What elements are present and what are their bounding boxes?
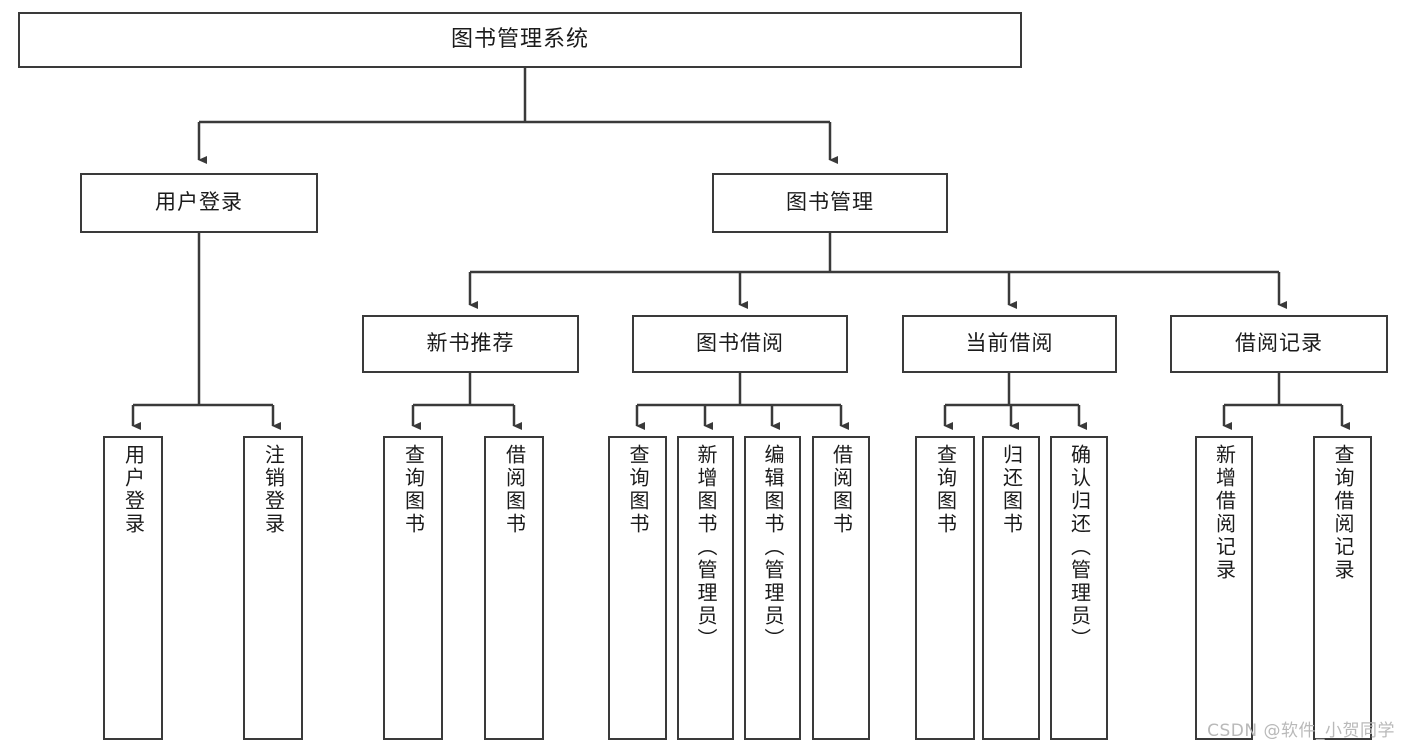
leaf-query-book-current[interactable]: 查询图书 xyxy=(915,436,975,740)
node-label: 编辑图书（管理员） xyxy=(761,444,785,651)
leaf-query-borrow-record[interactable]: 查询借阅记录 xyxy=(1313,436,1372,740)
leaf-add-borrow-record[interactable]: 新增借阅记录 xyxy=(1195,436,1253,740)
node-label: 借阅图书 xyxy=(829,444,854,536)
node-borrow-record[interactable]: 借阅记录 xyxy=(1170,315,1388,373)
node-label: 当前借阅 xyxy=(965,331,1054,356)
node-label: 确认归还（管理员） xyxy=(1067,444,1092,651)
leaf-query-book-borrow[interactable]: 查询图书 xyxy=(608,436,667,740)
leaf-borrow-book[interactable]: 借阅图书 xyxy=(812,436,870,740)
leaf-add-book-admin[interactable]: 新增图书（管理员） xyxy=(677,436,734,740)
node-root-system[interactable]: 图书管理系统 xyxy=(18,12,1022,68)
node-label: 图书管理系统 xyxy=(450,26,589,52)
node-current-borrow[interactable]: 当前借阅 xyxy=(902,315,1117,373)
node-label: 查询借阅记录 xyxy=(1331,444,1355,582)
leaf-user-login[interactable]: 用户登录 xyxy=(103,436,163,740)
leaf-query-book-recommend[interactable]: 查询图书 xyxy=(383,436,443,740)
node-label: 查询图书 xyxy=(401,444,426,536)
node-label: 用户登录 xyxy=(155,190,243,215)
leaf-logout-login[interactable]: 注销登录 xyxy=(243,436,303,740)
node-label: 借阅图书 xyxy=(502,444,527,536)
node-label: 用户登录 xyxy=(121,444,146,536)
node-label: 新增借阅记录 xyxy=(1212,444,1237,582)
node-label: 图书借阅 xyxy=(696,331,784,356)
node-book-management[interactable]: 图书管理 xyxy=(712,173,948,233)
leaf-borrow-book-recommend[interactable]: 借阅图书 xyxy=(484,436,544,740)
node-user-login[interactable]: 用户登录 xyxy=(80,173,318,233)
node-label: 新增图书（管理员） xyxy=(694,444,718,651)
node-label: 借阅记录 xyxy=(1235,331,1323,356)
watermark-text: CSDN @软件_小贺同学 xyxy=(1207,721,1395,741)
node-label: 归还图书 xyxy=(999,444,1024,536)
node-new-book-recommend[interactable]: 新书推荐 xyxy=(362,315,579,373)
node-label: 注销登录 xyxy=(261,444,286,536)
leaf-edit-book-admin[interactable]: 编辑图书（管理员） xyxy=(744,436,801,740)
node-book-borrow[interactable]: 图书借阅 xyxy=(632,315,848,373)
node-label: 新书推荐 xyxy=(426,331,515,356)
leaf-return-book[interactable]: 归还图书 xyxy=(982,436,1040,740)
node-label: 图书管理 xyxy=(786,190,874,215)
leaf-confirm-return-admin[interactable]: 确认归还（管理员） xyxy=(1050,436,1108,740)
node-label: 查询图书 xyxy=(933,444,958,536)
node-label: 查询图书 xyxy=(626,444,650,536)
